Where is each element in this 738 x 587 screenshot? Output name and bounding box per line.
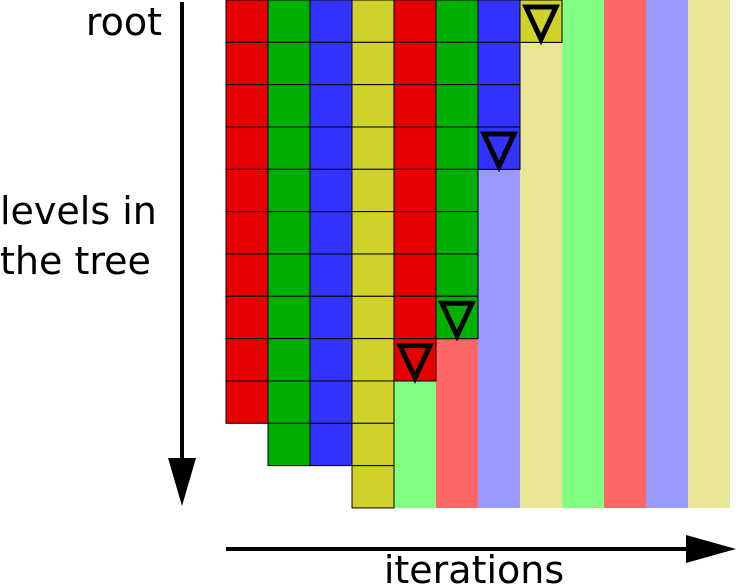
tree-cell (435, 253, 479, 297)
tree-cell (267, 422, 311, 467)
tree-cell (225, 211, 269, 255)
tree-cell (225, 84, 269, 128)
tree-cell (225, 126, 269, 170)
faded-column-9 (604, 0, 646, 508)
down-triangle-icon (396, 343, 434, 384)
tree-cell (225, 41, 269, 86)
tree-cell (225, 168, 269, 213)
tree-cell (435, 211, 479, 255)
down-triangle-icon (480, 131, 518, 173)
levels-arrow (168, 2, 196, 506)
markers (393, 0, 563, 384)
tree-cell (351, 126, 395, 170)
tree-cell (267, 41, 311, 86)
levels-label-line1: levels in (0, 189, 157, 233)
tree-cell (225, 380, 269, 424)
tree-cell (309, 338, 353, 382)
tree-cell (309, 168, 353, 213)
tree-cell (351, 422, 395, 467)
faded-column-11 (688, 0, 730, 508)
tree-cell (309, 380, 353, 424)
iterations-arrow (226, 535, 736, 563)
tree-cell (267, 126, 311, 170)
tree-cell (225, 253, 269, 297)
tree-cell (351, 41, 395, 86)
tree-cell (351, 168, 395, 213)
down-triangle-icon (438, 300, 476, 342)
tree-cell (267, 295, 311, 340)
tree-cell (309, 41, 353, 86)
tree-cell (267, 380, 311, 424)
tree-cell (393, 126, 437, 170)
down-triangle-icon (522, 4, 560, 46)
tree-cell (435, 41, 479, 86)
tree-cell (267, 168, 311, 213)
tree-cell (267, 338, 311, 382)
tree-cell (393, 168, 437, 213)
faded-column-10 (646, 0, 688, 508)
tree-cell (435, 126, 479, 170)
tree-cell (225, 0, 269, 43)
tree-cell (351, 84, 395, 128)
tree-cell (309, 211, 353, 255)
faded-column-8 (562, 0, 604, 508)
tree-cell (351, 0, 395, 43)
tree-cell (309, 0, 353, 43)
tree-cell (351, 338, 395, 382)
tree-cell (435, 0, 479, 43)
tree-cell (267, 0, 311, 43)
tree-cell (267, 211, 311, 255)
tree-cell (351, 295, 395, 340)
tree-cell (309, 422, 353, 467)
tree-cell (351, 211, 395, 255)
tree-cell (267, 253, 311, 297)
iterations-label: iterations (384, 548, 564, 587)
levels-label-line2: the tree (0, 239, 151, 283)
tree-cell (309, 126, 353, 170)
tree-cell (477, 84, 521, 128)
tree-cell (351, 380, 395, 424)
tree-cell (435, 84, 479, 128)
levels-arrow-head (168, 458, 196, 506)
tree-cell (225, 295, 269, 340)
tree-cell (435, 168, 479, 213)
tree-cell (351, 465, 395, 509)
tree-cell (477, 0, 521, 43)
tree-cell (393, 211, 437, 255)
tree-cell (267, 84, 311, 128)
tree-cell (393, 253, 437, 297)
tree-cell (393, 295, 437, 340)
tree-cell (309, 295, 353, 340)
tree-cell (393, 84, 437, 128)
tree-cell (351, 253, 395, 297)
tree-cell (225, 338, 269, 382)
tree-cell (393, 0, 437, 43)
root-label: root (86, 0, 162, 44)
tree-cell (309, 253, 353, 297)
tree-cell (309, 84, 353, 128)
iterations-arrow-head (686, 535, 736, 563)
tree-cell (477, 41, 521, 86)
faded-column-7 (520, 0, 562, 508)
tree-cell (393, 41, 437, 86)
